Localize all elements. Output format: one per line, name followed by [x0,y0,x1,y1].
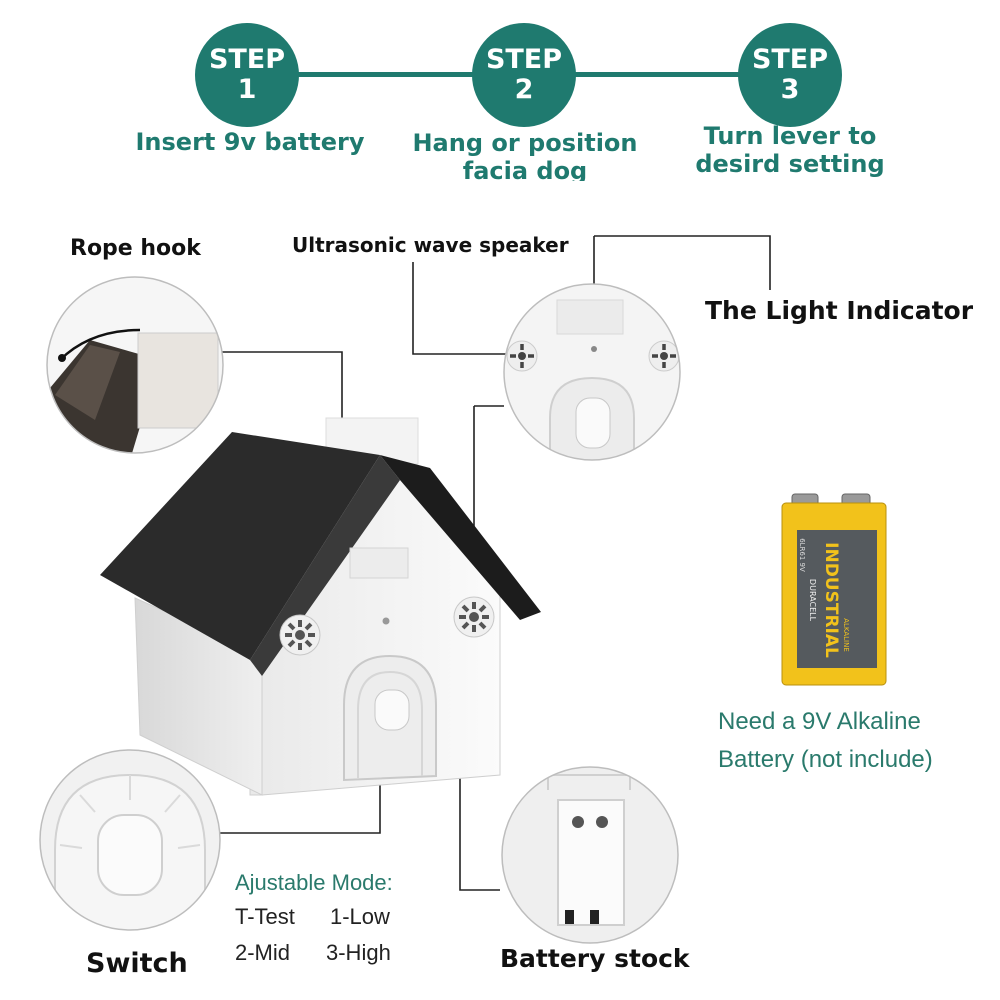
dog-house-device [100,417,541,796]
battery-note-line-2: Battery (not include) [718,746,933,773]
battery-voltage-print: 6LR61 9V [798,538,806,572]
mode-high: 3-High [326,940,391,965]
battery-maker-print: DURACELL [808,579,817,622]
mode-low: 1-Low [330,904,390,929]
house-speaker-right [453,596,495,638]
step-2-number: 2 [514,74,534,105]
step-3-caption-line-1: Turn lever to [703,122,877,150]
battery-stock-callout [459,756,500,891]
step-1-circle: STEP 1 [195,23,299,127]
modes-title: Ajustable Mode: [235,870,393,895]
house-roof-side [100,432,380,660]
step-2-title: STEP [485,44,563,75]
mode-dial-knob [374,689,410,731]
switch-label: Switch [86,948,188,979]
battery-brand-print: INDUSTRIAL [821,542,841,658]
step-2-caption-line-1: Hang or position [412,129,638,157]
step-2-caption: Hang or position facia dog [400,129,650,181]
speaker-callout [412,262,519,355]
step-3-circle: STEP 3 [738,23,842,127]
battery-type-print: ALKALINE [842,618,850,652]
light-indicator-dot [382,617,390,625]
battery-stock-label: Battery stock [500,944,690,973]
zoom-rope-hook [46,276,224,454]
zoom-switch [39,749,221,931]
step-1-caption-line: Insert 9v battery [135,128,365,156]
mode-test: T-Test [235,904,295,929]
step-3-number: 3 [780,74,800,105]
step-3-caption-line-2: desird setting [695,150,885,178]
house-speaker-left [279,614,321,656]
light-indicator-slot [349,547,409,579]
rope-hook-callout [222,351,343,436]
zoom-battery-stock [501,766,679,944]
step-2-circle: STEP 2 [472,23,576,127]
step-1-number: 1 [237,74,257,105]
light-indicator-callout [594,235,771,290]
battery-note-line-1: Need a 9V Alkaline [718,708,921,735]
rope-hook-label: Rope hook [70,236,201,261]
mode-mid: 2-Mid [235,940,291,965]
step-3-caption: Turn lever to desird setting [670,122,910,178]
house-roof-front [380,455,541,620]
speaker-label: Ultrasonic wave speaker [292,233,569,257]
nine-volt-battery: INDUSTRIAL DURACELL ALKALINE 6LR61 9V [781,493,887,686]
step-3-title: STEP [751,44,829,75]
step-1-title: STEP [208,44,286,75]
step-1-caption: Insert 9v battery [130,128,370,156]
light-indicator-label: The Light Indicator [705,296,974,325]
step-2-caption-line-2: facia dog [462,157,588,181]
battery-note: Need a 9V Alkaline Battery (not include) [718,703,933,779]
zoom-speaker [503,283,681,461]
